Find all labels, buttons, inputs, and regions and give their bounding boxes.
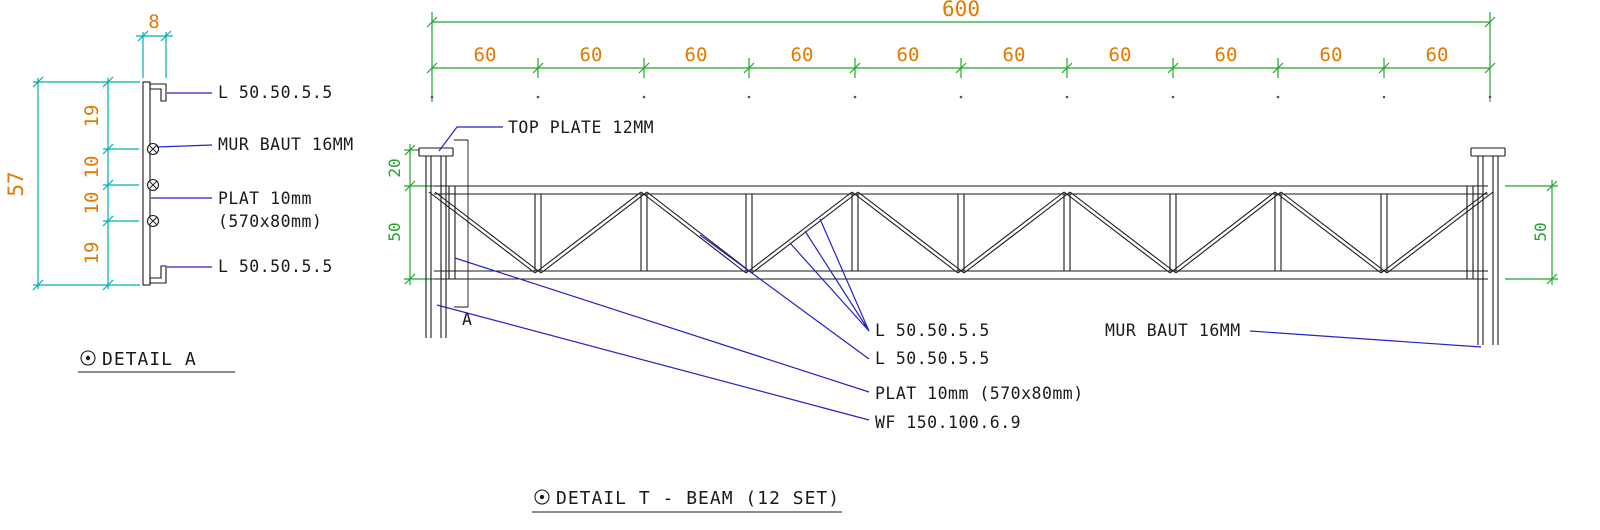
- leader-wf: [436, 304, 870, 421]
- bolt-cross-icon: [148, 216, 158, 226]
- truss-end-plates: [448, 186, 1474, 279]
- dim-600-line: [431, 12, 1491, 102]
- leader-plate: [454, 257, 870, 393]
- dim-60-ticks: [426, 62, 1496, 74]
- detail-a-extension-lines: [33, 32, 167, 286]
- detail-a-dim-seg-4: 19: [81, 242, 103, 265]
- detail-a-title: DETAIL A: [102, 349, 197, 370]
- label-top-plate: TOP PLATE 12MM: [508, 118, 654, 137]
- label-angle-bottom: L 50.50.5.5: [218, 257, 333, 276]
- section-angle-top: [149, 83, 167, 102]
- dim-60-text-8: 60: [1215, 44, 1238, 66]
- detail-marker-icon: [534, 489, 550, 505]
- dim-50-right-text: 50: [1531, 222, 1550, 241]
- leader-angle-1: [789, 218, 870, 332]
- dim-60-text-5: 60: [897, 44, 920, 66]
- panel-point-dots: [430, 95, 1492, 99]
- detail-a-dim-seg-1: 19: [81, 105, 103, 128]
- detail-a-labels: L 50.50.5.5 MUR BAUT 16MM PLAT 10mm (570…: [218, 83, 354, 276]
- detail-a-dim-lines: [37, 35, 173, 289]
- dim-right-lines: [1505, 180, 1558, 285]
- section-cut-line: [454, 139, 469, 308]
- detail-a-leaders: [151, 92, 213, 268]
- leader-bolt-right: [1249, 330, 1482, 348]
- label-plate-line2: (570x80mm): [218, 212, 322, 231]
- leader-top-plate: [438, 126, 503, 152]
- dim-60-text-4: 60: [791, 44, 814, 66]
- right-column: [1470, 147, 1506, 345]
- detail-a-dim-width: 8: [148, 11, 159, 33]
- label-wf: WF 150.100.6.9: [875, 413, 1021, 432]
- detail-a: 8 57 19 10 10 19: [4, 11, 354, 373]
- detail-marker-dot-icon: [539, 494, 545, 500]
- label-plate-line1: PLAT 10mm: [218, 189, 312, 208]
- detail-a-dim-total: 57: [4, 171, 28, 196]
- dim-60-text-7: 60: [1109, 44, 1132, 66]
- detail-marker-icon: [80, 350, 96, 366]
- dim-60-text-1: 60: [474, 44, 497, 66]
- beam-dimension-right: 50: [1505, 180, 1558, 285]
- beam-title: DETAIL T - BEAM (12 SET): [556, 488, 840, 509]
- label-bolt: MUR BAUT 16MM: [218, 135, 354, 154]
- truss-diagonals: [428, 191, 1494, 274]
- section-angle-bottom: [149, 265, 167, 284]
- label-plate: PLAT 10mm (570x80mm): [875, 384, 1084, 403]
- beam-dimension-left: 20 50: [385, 144, 434, 285]
- truss-geometry: [418, 147, 1506, 345]
- dim-60-text-6: 60: [1003, 44, 1026, 66]
- truss-chords: [434, 185, 1488, 280]
- detail-a-dim-seg-3: 10: [81, 192, 103, 215]
- beam-dimension-segments: 60 60 60 60 60 60 60 60 60 60: [426, 44, 1496, 99]
- section-mark-letter: A: [462, 310, 472, 329]
- beam-labels: TOP PLATE 12MM L 50.50.5.5 L 50.50.5.5 P…: [508, 118, 1241, 432]
- dim-left-lines: [404, 144, 434, 285]
- detail-a-title-block: DETAIL A: [78, 349, 235, 373]
- dim-600-text: 600: [942, 0, 980, 21]
- dim-60-text-2: 60: [580, 44, 603, 66]
- detail-a-section-geometry: [142, 81, 167, 286]
- beam-title-block: DETAIL T - BEAM (12 SET): [532, 488, 842, 513]
- bolt-cross-icon: [148, 144, 158, 154]
- bolt-symbols: [146, 142, 160, 228]
- label-angle-2: L 50.50.5.5: [875, 349, 990, 368]
- detail-a-dimension-lines: 8 57 19 10 10 19: [4, 11, 173, 291]
- dim-60-text-10: 60: [1426, 44, 1449, 66]
- dim-60-text-9: 60: [1320, 44, 1343, 66]
- detail-a-dim-ticks: [32, 30, 172, 291]
- label-angle-top: L 50.50.5.5: [218, 83, 333, 102]
- left-column: [418, 147, 454, 338]
- beam-dimension-total: 600: [426, 0, 1496, 102]
- dim-50-left-text: 50: [385, 222, 404, 241]
- detail-marker-dot-icon: [85, 355, 91, 361]
- detail-a-dim-seg-2: 10: [81, 156, 103, 179]
- leader-angle-2: [699, 234, 870, 360]
- section-cut-mark: A: [454, 139, 472, 329]
- dim-600-ticks: [426, 16, 1496, 28]
- label-bolt-right: MUR BAUT 16MM: [1105, 321, 1241, 340]
- dim-right-ticks: [1546, 180, 1558, 285]
- beam-elevation: 600 60 60 60 60 60 60 60 60 60 60 20 50: [385, 0, 1558, 513]
- dim-20-text: 20: [385, 158, 404, 177]
- dim-60-text-3: 60: [685, 44, 708, 66]
- bolt-cross-icon: [148, 180, 158, 190]
- detail-a-leader-lines: [151, 92, 213, 268]
- beam-leader-lines: [436, 126, 1482, 421]
- truss-verticals: [534, 194, 1388, 271]
- label-angle-1: L 50.50.5.5: [875, 321, 990, 340]
- dim-left-ticks: [404, 144, 416, 285]
